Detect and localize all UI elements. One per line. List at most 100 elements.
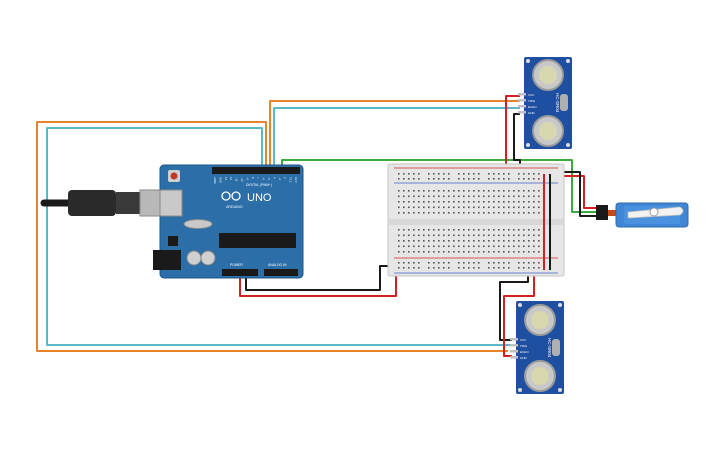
breadboard-hole[interactable] [538,229,540,231]
breadboard-hole[interactable] [463,201,465,203]
arduino-uno-board[interactable]: UNO ARDUINO DIGITAL (PWM~) POWER ANALOG … [40,164,304,279]
breadboard-hole[interactable] [403,262,405,264]
breadboard-hole[interactable] [458,262,460,264]
breadboard-hole[interactable] [438,190,440,192]
breadboard-hole[interactable] [473,212,475,214]
breadboard-hole[interactable] [503,173,505,175]
breadboard-hole[interactable] [498,240,500,242]
breadboard-hole[interactable] [438,234,440,237]
breadboard-hole[interactable] [538,201,540,203]
breadboard-hole[interactable] [418,206,420,209]
breadboard-hole[interactable] [398,234,400,237]
breadboard-hole[interactable] [453,195,455,198]
breadboard-hole[interactable] [398,178,400,180]
breadboard-hole[interactable] [488,234,490,237]
breadboard-hole[interactable] [508,262,510,264]
breadboard-hole[interactable] [473,229,475,231]
breadboard-hole[interactable] [453,251,455,253]
breadboard-hole[interactable] [483,195,485,198]
breadboard-hole[interactable] [508,245,510,248]
breadboard-hole[interactable] [458,245,460,248]
breadboard-hole[interactable] [468,206,470,209]
breadboard-hole[interactable] [413,195,415,198]
breadboard-hole[interactable] [513,190,515,192]
breadboard-hole[interactable] [418,251,420,253]
breadboard-hole[interactable] [423,206,425,209]
breadboard-hole[interactable] [528,240,530,242]
breadboard-hole[interactable] [498,190,500,192]
breadboard-hole[interactable] [453,190,455,192]
breadboard-hole[interactable] [408,201,410,203]
breadboard-hole[interactable] [483,251,485,253]
breadboard-hole[interactable] [528,251,530,253]
breadboard-hole[interactable] [403,178,405,180]
breadboard-hole[interactable] [428,262,430,264]
breadboard-hole[interactable] [468,229,470,231]
breadboard-hole[interactable] [458,201,460,203]
breadboard-hole[interactable] [503,234,505,237]
breadboard-hole[interactable] [418,240,420,242]
breadboard-hole[interactable] [418,267,420,269]
breadboard-hole[interactable] [523,206,525,209]
breadboard-hole[interactable] [398,201,400,203]
breadboard-hole[interactable] [398,212,400,214]
breadboard-hole[interactable] [518,262,520,264]
breadboard-hole[interactable] [483,206,485,209]
breadboard-hole[interactable] [523,195,525,198]
breadboard-hole[interactable] [403,245,405,248]
breadboard-hole[interactable] [468,190,470,192]
breadboard-hole[interactable] [438,195,440,198]
breadboard-hole[interactable] [403,212,405,214]
breadboard-hole[interactable] [518,229,520,231]
breadboard-hole[interactable] [508,201,510,203]
breadboard-hole[interactable] [448,195,450,198]
breadboard-hole[interactable] [473,190,475,192]
breadboard-hole[interactable] [423,229,425,231]
breadboard-hole[interactable] [428,267,430,269]
breadboard-hole[interactable] [508,190,510,192]
breadboard-hole[interactable] [468,234,470,237]
breadboard-hole[interactable] [428,245,430,248]
breadboard-hole[interactable] [513,201,515,203]
breadboard-hole[interactable] [528,201,530,203]
breadboard-hole[interactable] [538,240,540,242]
breadboard-hole[interactable] [493,206,495,209]
breadboard-hole[interactable] [533,201,535,203]
wire-cyan-bottom-sensor[interactable] [46,127,510,346]
breadboard-hole[interactable] [488,267,490,269]
wire-red-top-sensor[interactable] [505,95,520,178]
breadboard-hole[interactable] [448,212,450,214]
breadboard-hole[interactable] [458,195,460,198]
breadboard-hole[interactable] [523,267,525,269]
breadboard-hole[interactable] [433,195,435,198]
ultrasonic-sensor-top[interactable]: VCC TRIG ECHO GND HC-SR04 [518,57,572,149]
breadboard-hole[interactable] [518,212,520,214]
breadboard-hole[interactable] [533,234,535,237]
breadboard-hole[interactable] [403,173,405,175]
breadboard-hole[interactable] [538,190,540,192]
wire-red-servo[interactable] [548,175,596,209]
breadboard-hole[interactable] [463,206,465,209]
wire-black-arduino-gnd[interactable] [245,265,392,291]
breadboard-hole[interactable] [428,234,430,237]
breadboard-hole[interactable] [433,178,435,180]
breadboard-hole[interactable] [423,212,425,214]
breadboard-hole[interactable] [423,234,425,237]
breadboard-hole[interactable] [433,201,435,203]
breadboard-hole[interactable] [523,245,525,248]
breadboard-hole[interactable] [463,245,465,248]
breadboard-hole[interactable] [508,212,510,214]
breadboard-hole[interactable] [533,190,535,192]
breadboard-hole[interactable] [418,245,420,248]
breadboard-hole[interactable] [493,178,495,180]
breadboard-hole[interactable] [433,229,435,231]
wire-red-arduino-5v[interactable] [239,272,397,297]
breadboard-hole[interactable] [488,240,490,242]
breadboard-hole[interactable] [443,267,445,269]
breadboard-hole[interactable] [428,190,430,192]
breadboard-hole[interactable] [538,267,540,269]
breadboard-hole[interactable] [513,245,515,248]
breadboard-hole[interactable] [463,173,465,175]
breadboard-hole[interactable] [503,229,505,231]
breadboard-hole[interactable] [488,206,490,209]
